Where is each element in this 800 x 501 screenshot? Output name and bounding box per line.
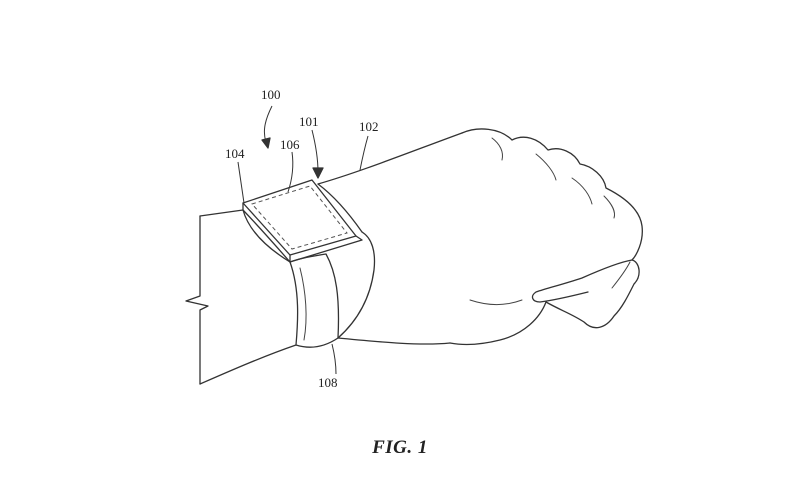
watch-band [242,183,376,348]
housing-side [242,202,291,263]
thumb-crease [611,261,631,289]
forearm-bottom-edge-right [337,337,451,345]
palm-contour [469,299,523,305]
leader-104 [237,161,245,204]
arrowhead-101 [312,167,324,179]
housing-front-side [289,235,363,263]
thumb-outline [531,259,633,303]
knuckle-line-2 [535,153,557,181]
arrowhead-100 [261,137,271,149]
leaders [237,105,369,375]
hand-outline [449,128,643,346]
leader-106 [287,151,294,193]
display-outline [251,185,348,250]
housing-top-face [242,179,357,256]
band-front-outer [242,209,376,348]
forearm-bottom-edge [199,344,297,385]
forearm [185,132,463,385]
knuckle-line-1 [491,137,503,161]
leader-108 [331,343,337,375]
forearm-top-edge-right [317,132,463,185]
knuckle-line-3 [571,177,593,205]
label-102: 102 [359,119,379,134]
band-highlight [299,267,307,341]
label-108: 108 [318,375,338,390]
knuckle-line-4 [603,195,615,219]
hand [449,128,643,346]
label-104: 104 [225,146,245,161]
break-line [185,215,209,385]
label-100: 100 [261,87,281,102]
figure-caption: FIG. 1 [372,437,428,458]
label-106: 106 [280,137,300,152]
leader-101 [311,129,319,173]
leader-102 [359,135,369,171]
band-top [317,183,363,233]
watch-housing [242,179,363,263]
label-101: 101 [299,114,319,129]
leader-100 [263,105,273,143]
forearm-top-edge [199,209,244,217]
